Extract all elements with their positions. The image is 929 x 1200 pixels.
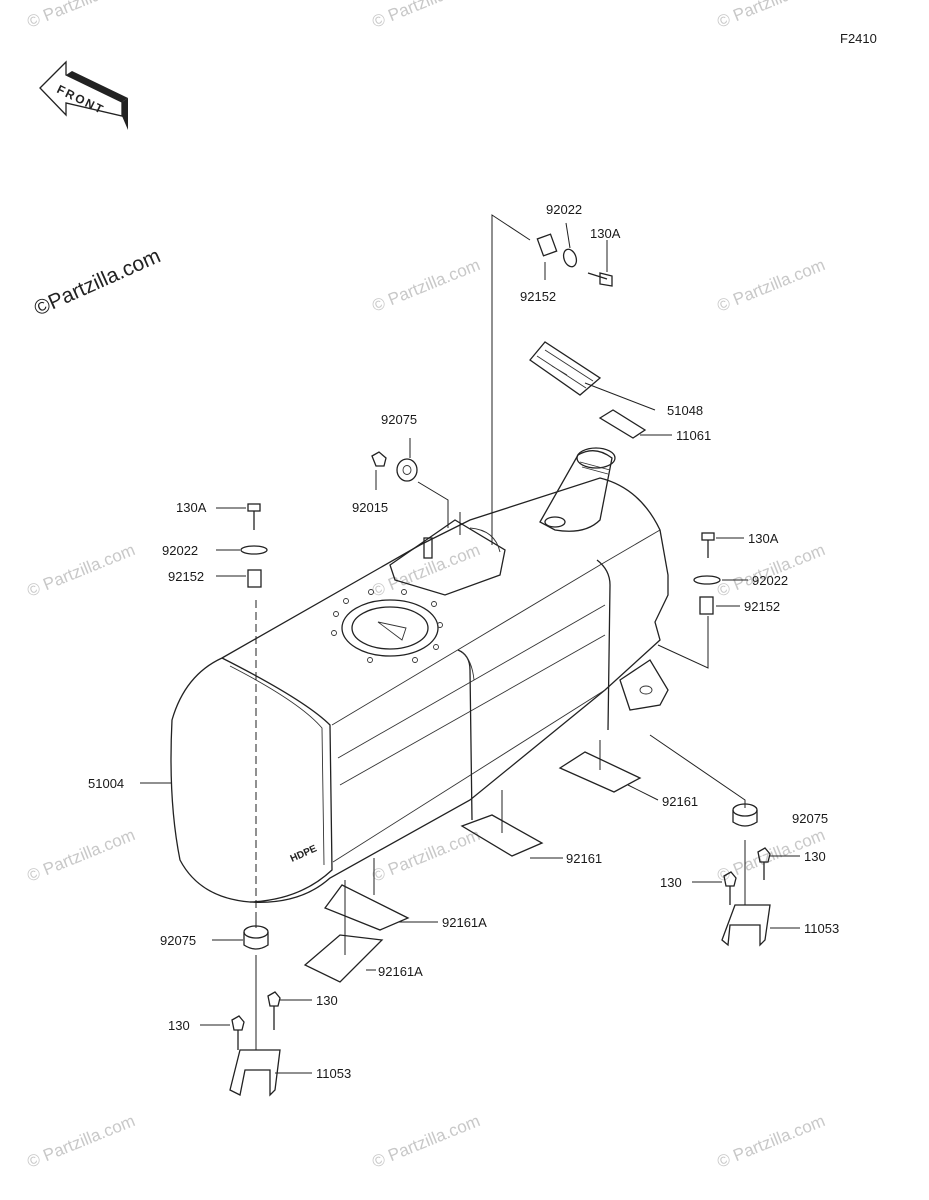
right-hardware xyxy=(657,532,748,669)
diagram-ref-code: F2410 xyxy=(840,31,877,46)
part-label-130-bottom-b[interactable]: 130 xyxy=(168,1018,190,1033)
part-label-130a-left[interactable]: 130A xyxy=(176,500,207,515)
nut-92015 xyxy=(371,451,387,467)
watermark-layer: © Partzilla.com © Partzilla.com © Partzi… xyxy=(24,0,827,1172)
part-labels: 92022 130A 92152 51048 11061 92075 92015… xyxy=(88,202,839,1081)
watermark: © Partzilla.com xyxy=(714,540,827,601)
part-label-11053-bottom[interactable]: 11053 xyxy=(316,1066,351,1081)
pad-92161-a xyxy=(558,751,642,793)
top-hardware xyxy=(536,222,613,287)
part-label-92161a-a[interactable]: 92161A xyxy=(442,915,487,930)
bolt-130a-top xyxy=(599,272,613,287)
hdpe-mark: HDPE xyxy=(289,843,319,864)
part-label-92152-right[interactable]: 92152 xyxy=(744,599,780,614)
part-label-92075-bottom[interactable]: 92075 xyxy=(160,933,196,948)
part-label-51004[interactable]: 51004 xyxy=(88,776,124,791)
brand-watermark: ©Partzilla.com xyxy=(31,244,164,320)
washer-92022-top xyxy=(562,248,578,268)
watermark: © Partzilla.com xyxy=(24,1111,137,1172)
part-label-130-right-a[interactable]: 130 xyxy=(804,849,826,864)
part-label-92152-left[interactable]: 92152 xyxy=(168,569,204,584)
right-lower-mount xyxy=(649,734,800,947)
filler-cap-51048 xyxy=(529,341,656,411)
pad-92161a-b xyxy=(303,934,384,983)
watermark: © Partzilla.com xyxy=(714,0,827,32)
part-label-130-right-b[interactable]: 130 xyxy=(660,875,682,890)
part-label-92075-top[interactable]: 92075 xyxy=(381,412,417,427)
part-label-92152-top[interactable]: 92152 xyxy=(520,289,556,304)
watermark: © Partzilla.com xyxy=(369,0,482,32)
pad-92161-b xyxy=(460,814,544,857)
left-hardware xyxy=(216,503,268,588)
watermark: © Partzilla.com xyxy=(24,0,137,32)
part-label-51048[interactable]: 51048 xyxy=(667,403,703,418)
watermark: © Partzilla.com xyxy=(24,825,137,886)
part-label-92161-b[interactable]: 92161 xyxy=(566,851,602,866)
watermark: © Partzilla.com xyxy=(714,1111,827,1172)
part-label-11053-right[interactable]: 11053 xyxy=(804,921,839,936)
part-label-92022-right[interactable]: 92022 xyxy=(752,573,788,588)
part-label-11061[interactable]: 11061 xyxy=(676,428,711,443)
watermark: © Partzilla.com xyxy=(24,540,137,601)
gasket-11061 xyxy=(598,409,647,439)
part-label-92161a-b[interactable]: 92161A xyxy=(378,964,423,979)
part-label-92075-right[interactable]: 92075 xyxy=(792,811,828,826)
part-label-130a-top[interactable]: 130A xyxy=(590,226,621,241)
bottom-mount xyxy=(200,920,312,1097)
part-label-92161-a[interactable]: 92161 xyxy=(662,794,698,809)
watermark: © Partzilla.com xyxy=(369,1111,482,1172)
part-label-92022-top[interactable]: 92022 xyxy=(546,202,582,217)
part-label-130a-right[interactable]: 130A xyxy=(748,531,779,546)
pad-92161a-a xyxy=(323,884,410,931)
fuel-tank: HDPE xyxy=(170,447,669,903)
part-label-92022-left[interactable]: 92022 xyxy=(162,543,198,558)
collar-92152-top xyxy=(536,233,558,257)
grommet-92075-top xyxy=(396,458,418,482)
part-label-130-bottom-a[interactable]: 130 xyxy=(316,993,338,1008)
watermark: © Partzilla.com xyxy=(369,825,482,886)
part-label-92015[interactable]: 92015 xyxy=(352,500,388,515)
watermark: © Partzilla.com xyxy=(714,255,827,316)
watermark: © Partzilla.com xyxy=(369,255,482,316)
front-arrow: FRONT xyxy=(39,60,128,130)
mounting-holes xyxy=(331,589,443,663)
watermark: © Partzilla.com xyxy=(369,540,482,601)
